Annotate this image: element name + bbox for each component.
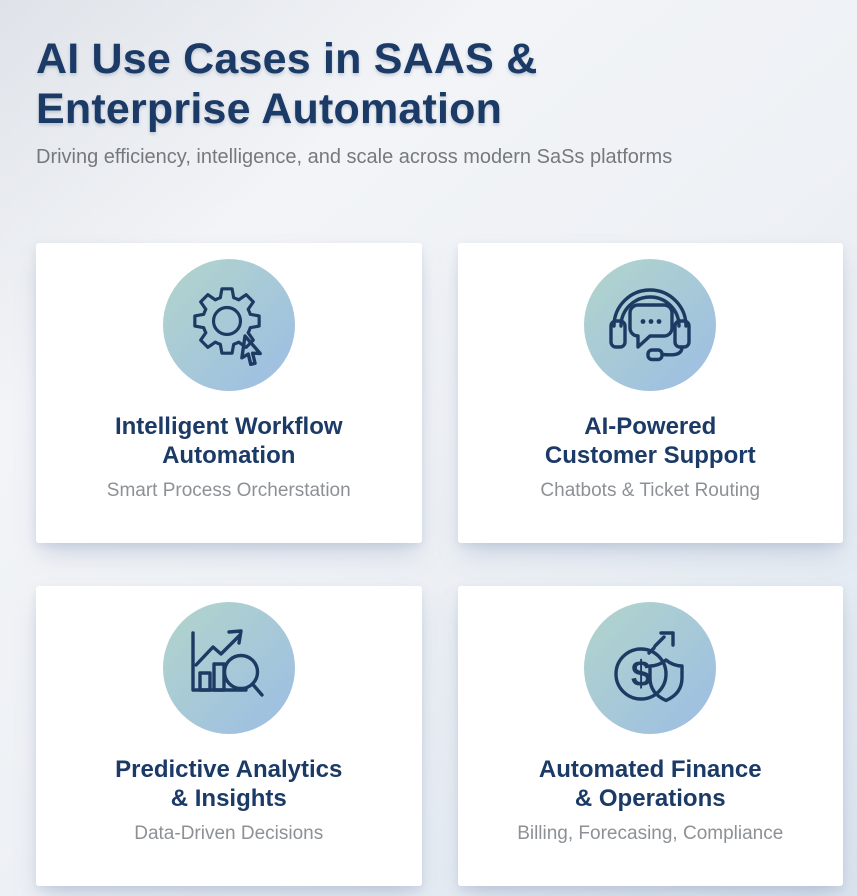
icon-circle	[162, 602, 295, 734]
page-title-line2: Enterprise Automation	[36, 85, 503, 133]
header: AI Use Cases in SAAS &Enterprise Automat…	[0, 0, 857, 169]
page-subtitle: Driving efficiency, intelligence, and sc…	[36, 146, 673, 168]
card-title: Automated Finance& Operations	[538, 756, 762, 812]
card-predictive-analytics-insights: Predictive Analytics& Insights Data-Driv…	[36, 586, 422, 886]
card-title: Predictive Analytics& Insights	[115, 756, 343, 812]
page-title: AI Use Cases in SAAS &Enterprise Automat…	[36, 34, 821, 134]
card-subtitle: Billing, Forecasing, Compliance	[517, 823, 784, 844]
headset-chat-icon	[584, 259, 717, 391]
card-subtitle: Smart Process Orcherstation	[106, 480, 351, 501]
svg-text:$: $	[631, 653, 651, 694]
dollar-shield-icon: $	[584, 602, 717, 734]
gear-cursor-icon	[162, 259, 295, 391]
icon-circle	[584, 259, 717, 391]
chart-magnifier-icon	[162, 602, 295, 734]
page-title-line1: AI Use Cases in SAAS &	[36, 35, 538, 83]
card-subtitle: Data-Driven Decisions	[134, 823, 324, 844]
card-automated-finance-operations: $ Automated Finance& Operations Billing,…	[457, 586, 843, 886]
icon-circle	[162, 259, 295, 391]
card-subtitle: Chatbots & Ticket Routing	[540, 480, 761, 501]
icon-circle: $	[584, 602, 717, 734]
